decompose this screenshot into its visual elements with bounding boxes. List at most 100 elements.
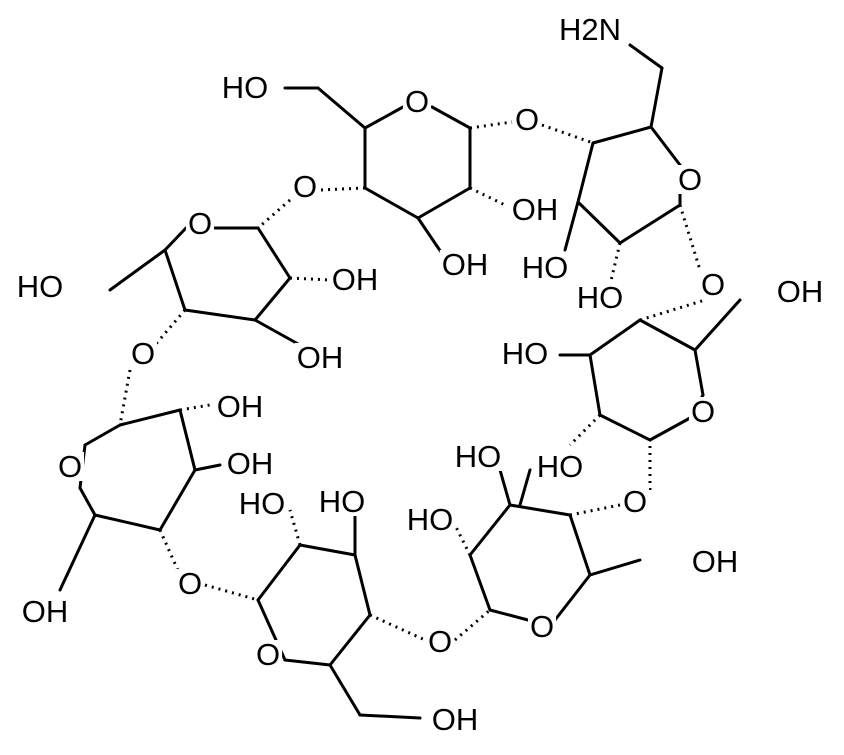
- atom-label: O: [256, 637, 280, 672]
- bond: [204, 583, 259, 602]
- amine-label: H2N: [559, 12, 621, 47]
- atom-label: O: [293, 169, 317, 204]
- bond: [288, 509, 302, 546]
- bond: [588, 318, 642, 357]
- atom-label: OH: [432, 702, 479, 737]
- bond: [363, 186, 420, 220]
- atom-label: OH: [512, 192, 559, 227]
- bond: [316, 86, 367, 130]
- bond: [416, 186, 472, 220]
- bond: [298, 543, 357, 557]
- atom-label: HO: [17, 269, 64, 304]
- atom-label: O: [405, 84, 429, 119]
- label-background: [329, 265, 381, 294]
- label-background: [534, 452, 586, 481]
- atom-label: OH: [692, 544, 739, 579]
- label-background: [19, 597, 71, 626]
- atom-label: OH: [297, 340, 344, 375]
- bonds: [58, 43, 742, 720]
- bond: [468, 503, 512, 557]
- label-background: [452, 442, 504, 471]
- bond: [353, 553, 372, 617]
- atom-label: OH: [332, 262, 379, 297]
- atom-label: O: [131, 336, 155, 371]
- label-background: [316, 487, 368, 516]
- bond: [598, 413, 652, 442]
- bond: [253, 318, 302, 347]
- atom-label: O: [178, 566, 202, 601]
- bond: [178, 408, 197, 472]
- atom-label: HO: [222, 70, 269, 105]
- bond: [693, 348, 705, 397]
- atom-label: OH: [777, 274, 824, 309]
- bond: [591, 125, 653, 145]
- bond: [183, 308, 257, 322]
- bond: [488, 608, 530, 622]
- label-background: [425, 627, 455, 656]
- bond: [328, 663, 362, 717]
- bond: [563, 200, 580, 252]
- bond: [83, 423, 122, 447]
- bond: [649, 125, 682, 167]
- bond: [193, 463, 222, 472]
- bond: [568, 513, 592, 577]
- label-background: [499, 339, 551, 368]
- label-background: [290, 172, 320, 201]
- label-background: [55, 452, 85, 481]
- bond: [153, 309, 187, 346]
- bond: [319, 186, 366, 192]
- label-background: [429, 705, 481, 734]
- atom-label: HO: [239, 486, 286, 521]
- atom-label: HO: [577, 280, 624, 315]
- bond: [638, 318, 697, 352]
- bond: [588, 558, 642, 577]
- atom-label: HO: [502, 336, 549, 371]
- atom-label: O: [691, 394, 715, 429]
- atom-label: O: [188, 206, 212, 241]
- bond: [328, 613, 372, 667]
- bond: [78, 486, 97, 517]
- bond: [469, 120, 513, 130]
- bond: [628, 43, 664, 70]
- bond: [163, 226, 188, 252]
- atom-label: O: [678, 162, 702, 197]
- bond: [158, 529, 182, 576]
- bond: [576, 141, 595, 204]
- bond: [58, 513, 97, 592]
- atom-label: HO: [455, 439, 502, 474]
- bond: [283, 658, 332, 667]
- label-background: [698, 270, 728, 299]
- label-background: [214, 392, 266, 421]
- bond: [649, 66, 664, 129]
- bond: [498, 468, 512, 507]
- bond: [518, 468, 532, 507]
- bond: [569, 503, 621, 517]
- atom-label: OH: [227, 446, 274, 481]
- bond: [693, 298, 742, 352]
- atom-label: O: [623, 484, 647, 519]
- bond: [453, 524, 472, 556]
- label-background: [527, 612, 557, 641]
- label-background: [236, 489, 288, 518]
- bond: [588, 353, 602, 417]
- bond: [108, 248, 167, 292]
- label-background: [512, 105, 542, 134]
- atom-label: OH: [442, 247, 489, 282]
- bond: [430, 105, 472, 130]
- atom-label: HO: [522, 250, 569, 285]
- label-background: [675, 165, 705, 194]
- bond: [469, 186, 506, 207]
- label-background: [620, 487, 650, 516]
- bond: [253, 276, 292, 322]
- bond: [541, 123, 594, 145]
- label-background: [253, 640, 283, 669]
- bond: [158, 468, 197, 532]
- bond: [179, 403, 211, 412]
- atom-label: HO: [407, 502, 454, 537]
- label-background: [14, 272, 66, 301]
- atom-label: O: [428, 624, 452, 659]
- bond: [648, 416, 692, 442]
- atom-label: O: [515, 102, 539, 137]
- atom-label: O: [58, 449, 82, 484]
